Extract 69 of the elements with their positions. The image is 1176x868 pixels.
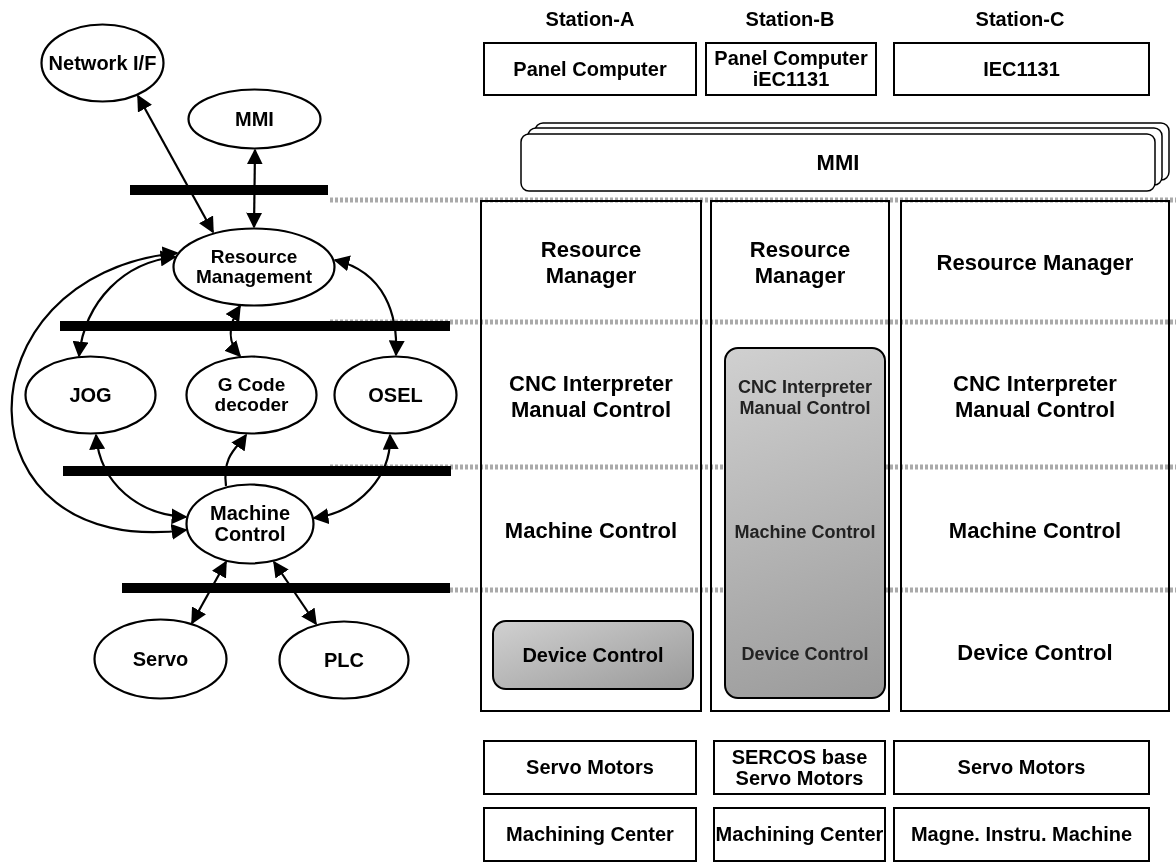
station-heading: Station-A (544, 8, 636, 31)
layer-label: Machine Control (733, 521, 877, 544)
node-label: IEC1131 (983, 58, 1060, 80)
process-ellipse (24, 355, 157, 435)
double-arrow (10, 248, 188, 539)
arrow (224, 433, 247, 487)
process-ellipse (172, 227, 336, 307)
station-column (710, 200, 890, 712)
stacked-layer-box (520, 122, 1170, 192)
layer-label: Resource Manager (935, 249, 1135, 277)
platform-box (713, 740, 886, 795)
node-label: Panel Computer iEC1131 (713, 48, 869, 90)
layer-label: CNC Interpreter Manual Control (737, 376, 873, 421)
layer-label: Device Control (956, 639, 1114, 667)
node-label: Panel Computer (513, 58, 667, 80)
layer-label: Machine Control (503, 517, 679, 544)
node-label: Machine Control (209, 503, 291, 545)
node-label: SERCOS base Servo Motors (730, 746, 869, 789)
double-arrow (73, 251, 177, 358)
layer-label: Machine Control (947, 517, 1123, 544)
control-module-box (724, 347, 886, 699)
control-module-box (492, 620, 694, 690)
platform-box (713, 807, 886, 862)
node-label: MMI (816, 151, 860, 175)
double-arrow (191, 560, 227, 625)
double-arrow (333, 256, 405, 357)
node-label: Resource Management (194, 247, 314, 287)
platform-box (705, 42, 877, 96)
double-arrow (246, 148, 263, 229)
station-heading: Station-B (744, 8, 836, 31)
station-column (480, 200, 702, 712)
layer-label: CNC Interpreter Manual Control (952, 370, 1118, 423)
process-ellipse (185, 483, 315, 565)
platform-box (483, 807, 697, 862)
node-label: Machining Center (506, 824, 674, 845)
process-ellipse (187, 88, 322, 150)
node-label: Machining Center (715, 824, 884, 845)
layer-label: Resource Manager (748, 236, 852, 290)
node-label: Magne. Instru. Machine (910, 824, 1133, 845)
layer-label: CNC Interpreter Manual Control (508, 370, 674, 423)
layer-label: Resource Manager (539, 236, 643, 290)
platform-box (893, 740, 1150, 795)
platform-box (483, 42, 697, 96)
node-label: PLC (323, 649, 365, 671)
double-arrow (273, 560, 317, 626)
layer-label: Device Control (740, 644, 870, 666)
double-arrow (137, 94, 214, 234)
node-label: Network I/F (47, 52, 158, 74)
process-ellipse (93, 618, 228, 700)
double-arrow (312, 433, 398, 524)
process-ellipse (278, 620, 410, 700)
node-label: G Code decoder (213, 375, 290, 415)
station-heading: Station-C (974, 8, 1066, 31)
node-label: OSEL (367, 384, 424, 406)
node-label: Device Control (522, 644, 664, 666)
station-column (900, 200, 1170, 712)
process-ellipse (40, 23, 165, 103)
node-label: MMI (234, 108, 275, 130)
node-label: Servo (131, 648, 190, 670)
node-label: Servo Motors (526, 757, 654, 778)
process-ellipse (333, 355, 458, 435)
process-ellipse (185, 355, 318, 435)
platform-box (893, 807, 1150, 862)
node-label: JOG (68, 384, 113, 406)
double-arrow (224, 304, 242, 358)
node-label: Servo Motors (957, 757, 1086, 778)
platform-box (483, 740, 697, 795)
platform-box (893, 42, 1150, 96)
double-arrow (90, 433, 188, 524)
